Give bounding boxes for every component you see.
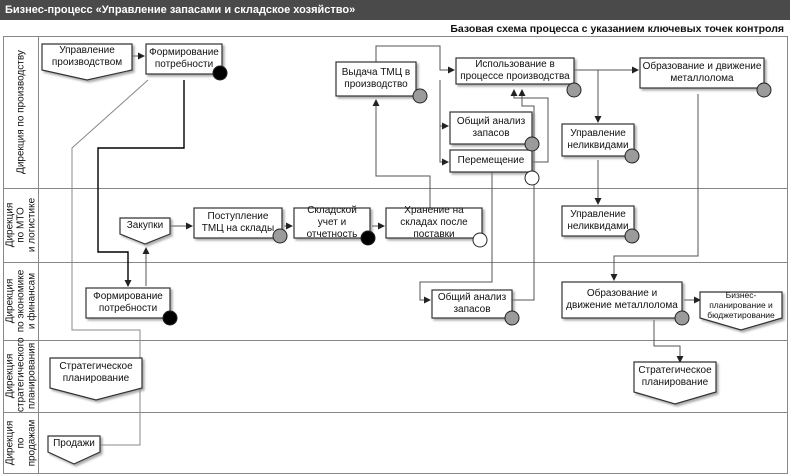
shape-gen-analysis-econ (431, 289, 513, 319)
node-scrap-econ: Образование и движение металлолома (566, 288, 678, 311)
node-usage: Использование в процессе производства (460, 59, 570, 82)
control-point-grey (566, 82, 582, 98)
node-purchases: Закупки (126, 220, 164, 231)
shape-strategic-left (49, 357, 143, 401)
control-point-grey (624, 148, 640, 164)
shape-budgeting (699, 291, 783, 331)
line-need-to-sales (71, 79, 149, 446)
shape-receipt (193, 207, 283, 239)
control-point-grey (674, 310, 690, 326)
event-shapes (41, 43, 783, 465)
node-general-analysis-econ: Общий анализ запасов (437, 292, 507, 315)
control-point-black (162, 310, 178, 326)
control-points (162, 65, 772, 326)
control-point-white (472, 232, 488, 248)
page-title: Бизнес-процесс «Управление запасами и ск… (0, 0, 790, 20)
node-warehouse-accounting: Складской учет и отчетность (306, 205, 358, 240)
line-genanalysis-prod-to-econ (419, 150, 493, 304)
node-storage: Хранение на складах после поставки (400, 205, 468, 240)
shape-need-econ (85, 287, 171, 319)
function-shapes (85, 43, 765, 319)
arrow-to-movement (439, 126, 449, 166)
connectors (71, 45, 701, 446)
shape-usage (455, 57, 575, 85)
control-point-black (212, 65, 228, 81)
node-illiquid-mto: Управление неликвидами (567, 209, 629, 232)
arrow-need-prod-to-econ (97, 80, 185, 287)
shape-purchases (119, 217, 171, 245)
node-need-forming-prod: Формирование потребности (149, 47, 219, 70)
arrow-scrap-prod-to-econ (610, 94, 699, 281)
arrow-to-general-analysis (439, 80, 449, 130)
node-need-forming-econ: Формирование потребности (93, 291, 163, 314)
node-production-mgmt: Управление производством (51, 45, 123, 68)
control-point-black (360, 230, 376, 246)
arrow-storage-to-issue (372, 99, 431, 208)
node-general-analysis-prod: Общий анализ запасов (456, 116, 526, 139)
control-point-grey (756, 82, 772, 98)
control-point-grey (624, 228, 640, 244)
lane-grid (3, 36, 788, 474)
shape-movement (449, 149, 533, 173)
node-strategic-planning-right: Стратегическое планирование (638, 365, 712, 388)
control-point-grey (504, 310, 520, 326)
shape-strategic-right (633, 361, 717, 405)
diagram-subtitle: Базовая схема процесса с указанием ключе… (450, 23, 784, 35)
shape-production-mgmt (41, 43, 133, 81)
shape-scrap-econ (561, 281, 683, 319)
shape-issue-tmc (335, 61, 417, 97)
control-point-grey (412, 88, 428, 104)
node-tmc-receipt: Поступление ТМЦ на склады (201, 211, 275, 234)
control-point-grey (524, 136, 540, 152)
shape-gen-analysis-prod (449, 111, 533, 145)
arrow-movement-to-usage (510, 89, 549, 163)
node-budgeting: Бизнес-планирование и бюджетирование (707, 290, 775, 320)
node-movement: Перемещение (457, 155, 525, 166)
arrow-issue-to-usage (375, 45, 455, 74)
arrow-econanalysis-to-usage (512, 89, 535, 301)
shape-need-prod (145, 43, 223, 75)
control-point-white (524, 170, 540, 186)
node-scrap-prod: Образование и движение металлолома (642, 61, 762, 84)
arrow-scrap-to-strategy (653, 320, 684, 363)
shape-storage (385, 207, 483, 239)
node-sales: Продажи (53, 438, 95, 449)
control-point-grey (272, 228, 288, 244)
node-issue-tmc: Выдача ТМЦ в производство (341, 67, 411, 90)
node-strategic-planning-left: Стратегическое планирование (59, 361, 133, 384)
shape-sales (47, 435, 101, 465)
shape-illiquid-mto (561, 205, 635, 237)
shape-scrap-prod (639, 57, 765, 89)
shape-accounting (293, 207, 371, 239)
shape-illiquid-prod (561, 123, 635, 157)
node-illiquid-prod: Управление неликвидами (567, 128, 629, 151)
